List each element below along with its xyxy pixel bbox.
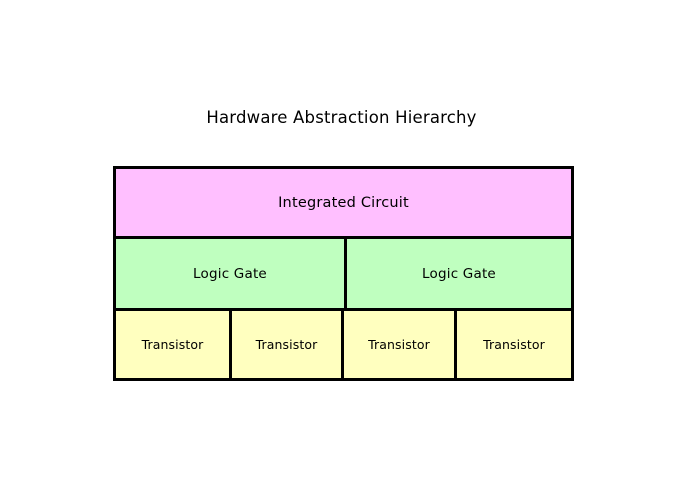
node-integrated-circuit[interactable]: Integrated Circuit: [116, 169, 571, 236]
page-title: Hardware Abstraction Hierarchy: [206, 108, 477, 127]
node-logic-gate-1[interactable]: Logic Gate: [116, 239, 344, 308]
node-transistor-4[interactable]: Transistor: [454, 311, 571, 378]
node-transistor-3[interactable]: Transistor: [341, 311, 454, 378]
node-logic-gate-2[interactable]: Logic Gate: [344, 239, 571, 308]
level-integrated-circuit: Integrated Circuit: [116, 169, 571, 236]
level-transistor: Transistor Transistor Transistor Transis…: [116, 308, 571, 378]
node-transistor-1[interactable]: Transistor: [116, 311, 229, 378]
node-transistor-2[interactable]: Transistor: [229, 311, 341, 378]
hardware-abstraction-hierarchy: Integrated Circuit Logic Gate Logic Gate…: [113, 166, 574, 381]
level-logic-gate: Logic Gate Logic Gate: [116, 236, 571, 308]
